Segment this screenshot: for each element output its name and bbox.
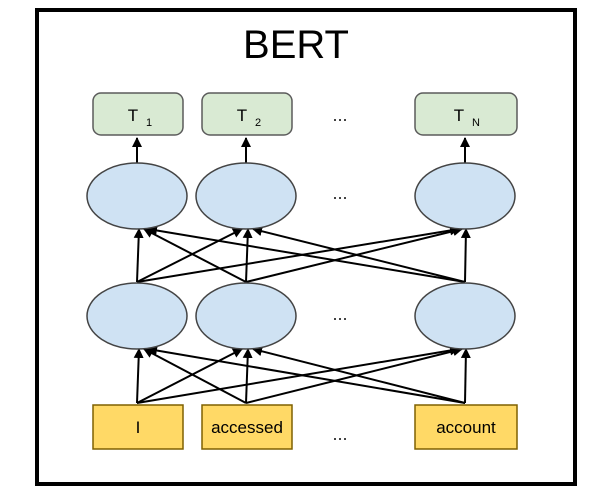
layer-connections-upper (133, 225, 471, 283)
top-layer-node-n (414, 162, 516, 230)
top-layer-node-2 (195, 162, 297, 230)
diagram-title: BERT (243, 23, 349, 67)
outer-frame (35, 8, 577, 486)
bottom-layer-node-1 (86, 282, 188, 350)
top-layer-node-1 (86, 162, 188, 230)
input-token-n-label: account (436, 418, 496, 437)
input-token-n: account (414, 404, 518, 450)
output-token-1-label: T (128, 106, 138, 125)
output-token-n-subscript: N (472, 117, 480, 129)
layer-connections-lower (133, 345, 471, 404)
output-ellipsis: ... (332, 105, 347, 125)
bottom-layer-node-2 (195, 282, 297, 350)
output-token-n: T N (414, 92, 518, 136)
output-token-2: T 2 (201, 92, 293, 136)
input-token-1: I (92, 404, 184, 450)
input-token-2-label: accessed (211, 418, 283, 437)
bottom-layer-ellipsis: ... (332, 304, 347, 324)
input-token-1-label: I (136, 418, 141, 437)
bottom-layer-node-n (414, 282, 516, 350)
top-layer-ellipsis: ... (332, 183, 347, 203)
output-token-2-label: T (237, 106, 247, 125)
input-ellipsis: ... (332, 424, 347, 444)
output-token-1-subscript: 1 (146, 117, 152, 129)
output-token-2-subscript: 2 (255, 117, 261, 129)
output-token-n-label: T (454, 106, 464, 125)
input-token-2: accessed (201, 404, 293, 450)
output-token-1: T 1 (92, 92, 184, 136)
